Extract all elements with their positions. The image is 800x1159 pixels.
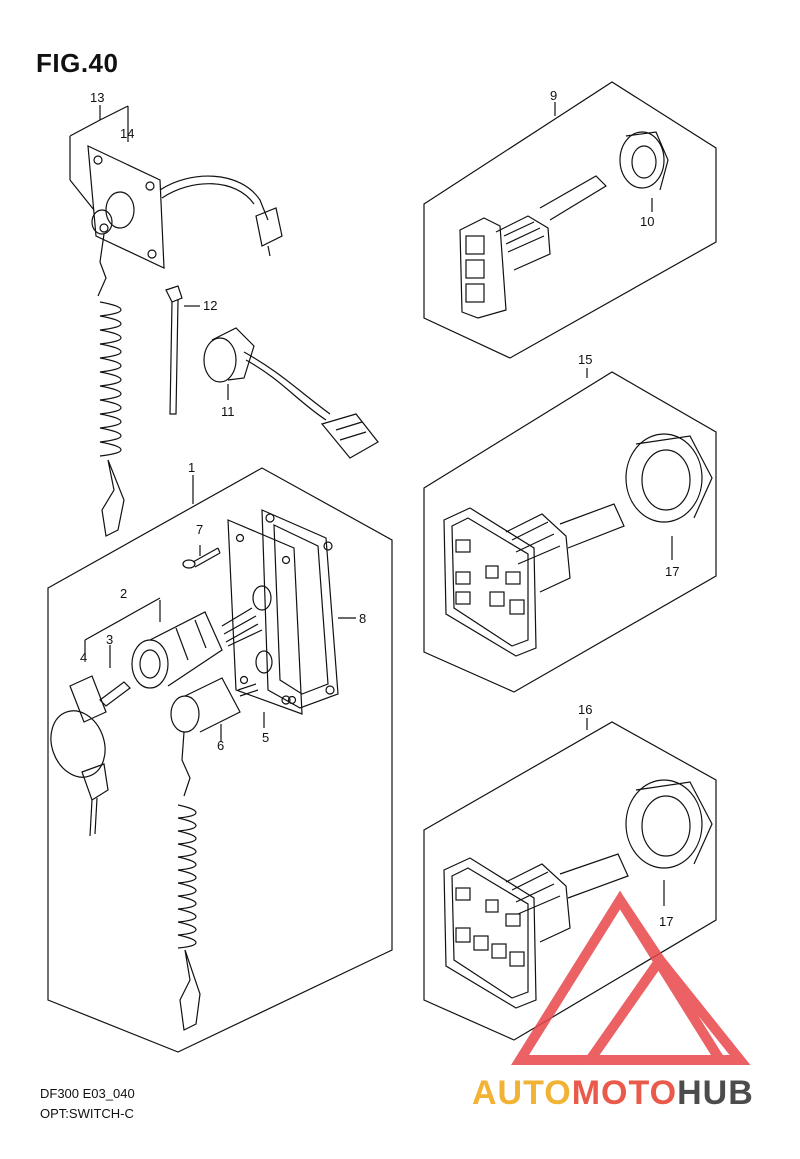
callout-6: 6	[217, 738, 224, 753]
callout-13: 13	[90, 90, 104, 105]
ring-nut-small-part	[619, 131, 669, 212]
callout-16: 16	[578, 702, 592, 717]
trim-switch-16-part	[443, 853, 629, 1009]
callout-8: 8	[359, 611, 366, 626]
watermark-moto: MOTO	[571, 1074, 678, 1112]
cable-tie-part	[165, 285, 200, 415]
callout-17b: 17	[659, 914, 673, 929]
gasket-part	[261, 509, 356, 709]
trim-switch-15-part	[443, 503, 625, 657]
callout-17a: 17	[665, 564, 679, 579]
callout-4: 4	[80, 650, 87, 665]
diagram-caption: OPT:SWITCH-C	[40, 1106, 134, 1121]
callout-12: 12	[203, 298, 217, 313]
callout-15: 15	[578, 352, 592, 367]
figure-title: FIG.40	[36, 48, 119, 78]
stop-switch-part	[170, 677, 259, 1031]
screw-part	[182, 545, 221, 569]
callout-2: 2	[120, 586, 127, 601]
ring-nut-16-part	[625, 779, 713, 906]
callout-5: 5	[262, 730, 269, 745]
buzzer-part	[203, 327, 379, 459]
kit-box-1	[47, 467, 393, 1053]
switch-bracket-part	[69, 105, 283, 537]
callout-10: 10	[640, 214, 654, 229]
key-part	[50, 645, 131, 837]
watermark-text: AUTOMOTOHUB	[472, 1074, 754, 1113]
callout-11: 11	[221, 404, 235, 419]
callout-1: 1	[188, 460, 195, 475]
watermark-logo	[510, 890, 751, 1065]
ignition-switch-part	[84, 597, 263, 689]
kit-box-9	[423, 81, 717, 359]
kit-box-15	[423, 371, 717, 693]
trim-switch-small-part	[459, 175, 607, 319]
callout-3: 3	[106, 632, 113, 647]
diagram-code: DF300 E03_040	[40, 1086, 135, 1101]
watermark-auto: AUTO	[472, 1074, 572, 1112]
callout-7: 7	[196, 522, 203, 537]
callout-9: 9	[550, 88, 557, 103]
panel-plate-part	[227, 519, 303, 728]
kit-box-16	[423, 721, 717, 1041]
callout-14: 14	[120, 126, 134, 141]
ring-nut-15-part	[625, 433, 713, 560]
watermark-hub: HUB	[677, 1074, 754, 1112]
